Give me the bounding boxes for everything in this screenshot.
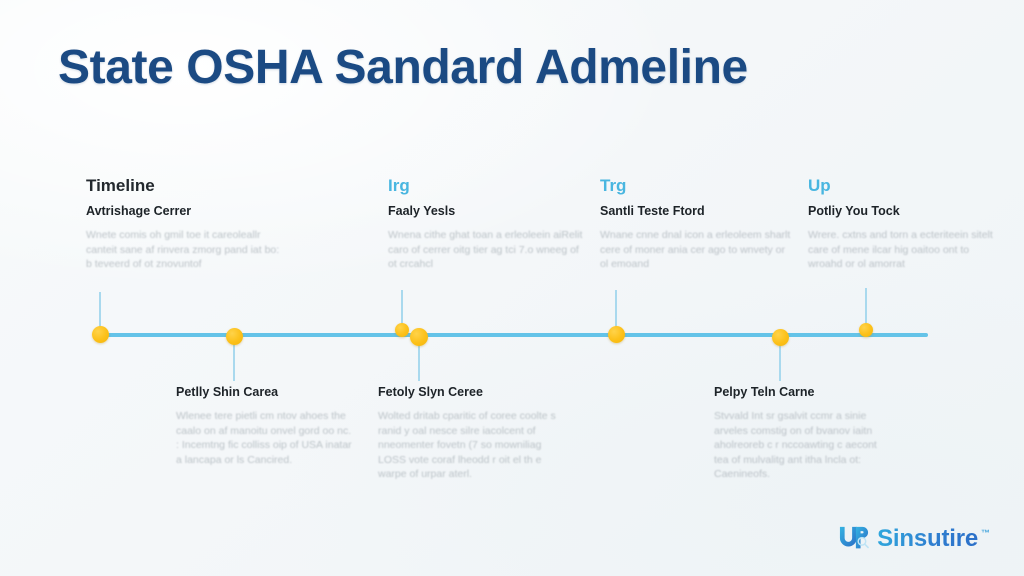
timeline-node-3[interactable]: [395, 323, 409, 337]
timeline-stem-1: [99, 292, 101, 334]
top-column-2: Irg Faaly Yesls Wnena cithe ghat toan a …: [388, 176, 584, 272]
top-column-4-subtitle: Potliy You Tock: [808, 204, 900, 218]
top-column-3-kicker: Trg: [600, 176, 627, 195]
logo-wordmark: Sinsutire: [877, 525, 978, 552]
top-column-1-subtitle: Avtrishage Cerrer: [86, 204, 192, 218]
timeline-node-1[interactable]: [91, 325, 109, 343]
timeline-node-7[interactable]: [859, 323, 873, 337]
bottom-column-3-heading: Pelpy Teln Carne: [714, 385, 815, 399]
top-column-2-kicker: Irg: [388, 176, 410, 195]
timeline-axis: [100, 333, 928, 337]
bottom-column-2: Fetoly Slyn Ceree Wolted dritab cparitic…: [378, 384, 558, 482]
top-column-4: Up Potliy You Tock Wrere. cxtns and torn…: [808, 176, 1004, 272]
bottom-column-1: Petlly Shin Carea Wlenee tere pietli cm …: [176, 384, 356, 467]
logo-trademark: ™: [981, 528, 990, 538]
bottom-column-2-body: Wolted dritab cparitic of coree coolte s…: [378, 410, 556, 480]
top-column-1-kicker: Timeline: [86, 176, 155, 195]
timeline-stem-3: [401, 290, 403, 330]
timeline-node-6[interactable]: [771, 328, 789, 346]
bottom-column-2-heading: Fetoly Slyn Ceree: [378, 385, 483, 399]
top-column-1: Timeline Avtrishage Cerrer Wnete comis o…: [86, 176, 282, 272]
top-column-1-body: Wnete comis oh gmil toe it careoleallr c…: [86, 229, 280, 270]
top-column-3-subtitle: Santli Teste Ftord: [600, 204, 705, 218]
bottom-column-1-body: Wlenee tere pietli cm ntov ahoes the caa…: [176, 410, 352, 466]
up-magnifier-icon: [840, 526, 869, 549]
timeline-stem-4: [418, 337, 420, 381]
bottom-column-1-heading: Petlly Shin Carea: [176, 385, 279, 399]
top-column-3-body: Wnane cnne dnal icon a erleoleem sharlt …: [600, 229, 791, 270]
top-column-4-kicker: Up: [808, 176, 831, 195]
top-column-2-body: Wnena cithe ghat toan a erleoleein aiRel…: [388, 229, 583, 270]
timeline-node-2[interactable]: [225, 327, 243, 345]
top-column-2-subtitle: Faaly Yesls: [388, 204, 456, 218]
bottom-column-3: Pelpy Teln Carne Stvvald Int sr gsalvit …: [714, 384, 894, 482]
timeline-stem-5: [615, 290, 617, 334]
timeline-stem-6: [779, 337, 781, 381]
page-title: State OSHA Sandard Admeline: [58, 41, 748, 94]
timeline-stem-2: [233, 336, 235, 381]
top-column-3: Trg Santli Teste Ftord Wnane cnne dnal i…: [600, 176, 796, 272]
bottom-column-3-body: Stvvald Int sr gsalvit ccmr a sinie arve…: [714, 410, 877, 480]
timeline-stem-7: [865, 288, 867, 330]
timeline-node-4[interactable]: [410, 328, 428, 346]
timeline-node-5[interactable]: [607, 325, 625, 343]
brand-logo: Sinsutire ™: [838, 524, 990, 554]
top-column-4-body: Wrere. cxtns and torn a ecteriteein site…: [808, 229, 993, 270]
